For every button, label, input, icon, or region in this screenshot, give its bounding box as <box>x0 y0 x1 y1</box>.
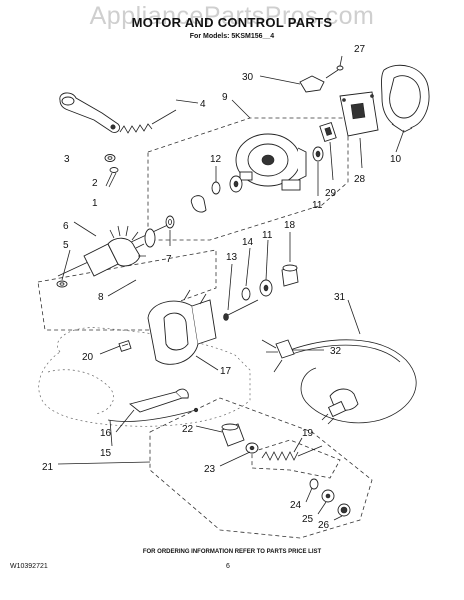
document-number: W10392721 <box>10 563 48 570</box>
callout-22: 22 <box>182 424 194 435</box>
callout-20: 20 <box>82 352 94 363</box>
part-18-bearing-sleeve <box>281 264 299 287</box>
callout-18: 18 <box>284 220 296 231</box>
part-2-washer <box>104 154 116 162</box>
part-25-nut <box>321 489 335 503</box>
part-32-strain-relief <box>261 339 295 373</box>
part-9-motor-support <box>235 133 307 191</box>
callout-3: 3 <box>64 154 70 165</box>
part-7-washer <box>165 215 175 229</box>
part-4-spring <box>119 109 177 134</box>
callout-16: 16 <box>100 428 112 439</box>
part-11-bushing-upper <box>312 146 324 162</box>
callout-7: 7 <box>166 254 172 265</box>
callout-2: 2 <box>92 178 98 189</box>
part-19-threaded-rod <box>261 445 323 461</box>
callout-6: 6 <box>63 221 69 232</box>
part-29-brush-holder <box>319 121 337 143</box>
callout-25: 25 <box>302 514 314 525</box>
part-31-power-cord <box>289 339 417 425</box>
callout-5: 5 <box>63 240 69 251</box>
part-20-brush <box>118 340 132 352</box>
part-11-bushing-lower <box>259 279 273 297</box>
part-27-30-clip <box>299 65 344 93</box>
callout-14: 14 <box>242 237 254 248</box>
callout-11-lower: 11 <box>262 230 273 241</box>
mixer-housing-ghost <box>38 327 251 427</box>
callout-32: 32 <box>330 346 342 357</box>
part-23-bushing <box>245 442 259 454</box>
part-26-knob <box>337 503 351 517</box>
callout-31: 31 <box>334 292 346 303</box>
callout-11-upper: 11 <box>312 200 323 211</box>
part-22-sleeve <box>221 423 245 447</box>
page-number: 6 <box>226 563 230 570</box>
callout-4: 4 <box>200 99 206 110</box>
callout-21: 21 <box>42 462 54 473</box>
callout-27: 27 <box>354 44 366 55</box>
models-subtitle: For Models: 5KSM156__4 <box>189 33 275 40</box>
page-title: MOTOR AND CONTROL PARTS <box>131 15 333 30</box>
callout-labels: 1 2 3 4 5 6 7 8 9 10 11 11 12 13 14 15 1… <box>42 44 402 531</box>
ordering-note: FOR ORDERING INFORMATION REFER TO PARTS … <box>142 549 322 555</box>
part-3-hinge-bracket <box>59 92 121 133</box>
part-6-armature <box>57 223 171 277</box>
watermark: AppliancePartsPros.com <box>89 2 375 30</box>
callout-1: 1 <box>92 198 98 209</box>
callout-10: 10 <box>390 154 402 165</box>
group-outline-19 <box>251 439 341 479</box>
part-13-shaft <box>223 299 259 321</box>
part-5-washer <box>56 280 68 288</box>
group-outline-21 <box>149 397 373 539</box>
callout-30: 30 <box>242 72 254 83</box>
part-1-screw <box>105 167 119 188</box>
part-14-washer <box>241 287 251 301</box>
callout-17: 17 <box>220 366 232 377</box>
leader-lines <box>57 55 405 521</box>
part-17-field-stator <box>147 289 217 365</box>
mixer-housing-ghost-inner <box>47 369 114 415</box>
callout-19: 19 <box>302 428 314 439</box>
callout-28: 28 <box>354 174 366 185</box>
part-28-control-board <box>339 91 379 137</box>
callout-12: 12 <box>210 154 222 165</box>
callout-9: 9 <box>222 92 228 103</box>
callout-26: 26 <box>318 520 330 531</box>
part-24-washer <box>309 478 319 490</box>
callout-23: 23 <box>204 464 216 475</box>
part-15-wire <box>107 407 199 422</box>
part-16-lever <box>129 388 189 413</box>
part-12-bearing <box>190 175 243 213</box>
callout-24: 24 <box>290 500 302 511</box>
callout-13: 13 <box>226 252 238 263</box>
part-10-gasket <box>381 64 430 133</box>
callout-15: 15 <box>100 448 112 459</box>
callout-29: 29 <box>325 188 337 199</box>
callout-8: 8 <box>98 292 104 303</box>
